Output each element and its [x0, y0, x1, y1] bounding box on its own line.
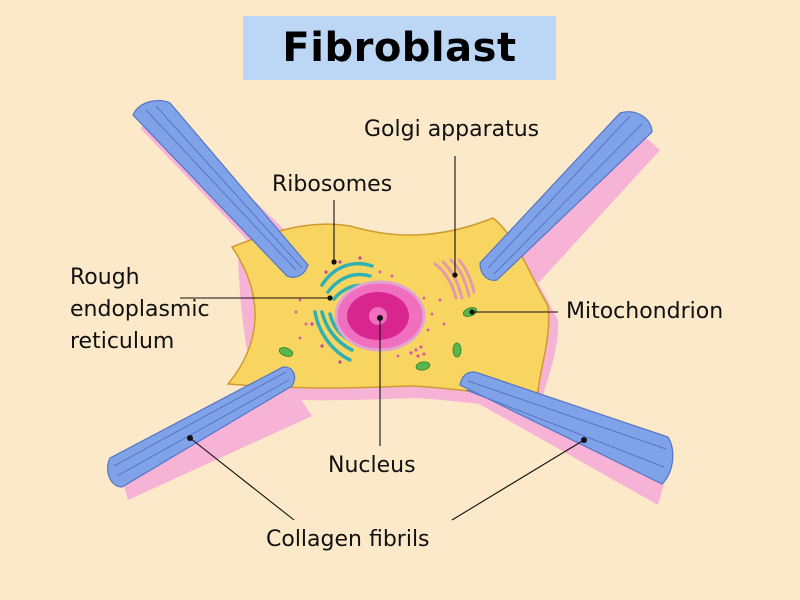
- label-mitochondrion: Mitochondrion: [566, 299, 724, 324]
- fibril-top-right: [479, 111, 653, 281]
- fibril-bottom-left: [107, 366, 296, 488]
- label-collagen-fibrils: Collagen fibrils: [266, 527, 430, 552]
- collagen-pointer-left: [187, 435, 193, 441]
- ribosome-pointer: [331, 259, 337, 265]
- collagen-fibrils: [107, 100, 674, 488]
- fibril-bottom-right: [459, 371, 674, 485]
- fibril-shadow-top-right: [505, 128, 660, 290]
- mitochondria: [278, 307, 478, 371]
- rer-pointer: [327, 295, 333, 301]
- fibril-top-left: [132, 100, 309, 278]
- leader-lines: [180, 156, 587, 521]
- golgi-pointer: [452, 272, 458, 278]
- label-rer-line-1: Rough: [70, 265, 140, 290]
- label-golgi-apparatus: Golgi apparatus: [364, 117, 540, 142]
- mitochondrion-4: [452, 342, 462, 358]
- collagen-pointer-right: [581, 437, 587, 443]
- label-ribosomes: Ribosomes: [272, 172, 393, 197]
- mitochondrion-2: [278, 347, 294, 357]
- label-rer-line-3: reticulum: [70, 329, 175, 354]
- fibril-shadow-bottom-left: [118, 386, 312, 500]
- diagram-title: Fibroblast: [282, 25, 517, 71]
- title-box: Fibroblast: [243, 16, 556, 80]
- nucleus-pointer: [377, 315, 383, 321]
- label-rough-endoplasmic-reticulum: Rough endoplasmic reticulum: [70, 262, 210, 358]
- label-nucleus: Nucleus: [328, 453, 416, 478]
- mitochondrion-pointer: [469, 309, 475, 315]
- leader-collagen-left: [189, 437, 295, 521]
- fibril-shadow-bottom-right: [465, 385, 672, 505]
- leader-collagen-right: [451, 439, 585, 521]
- label-rer-line-2: endoplasmic: [70, 297, 210, 322]
- mitochondrion-3: [415, 361, 431, 371]
- nucleus: [334, 280, 426, 352]
